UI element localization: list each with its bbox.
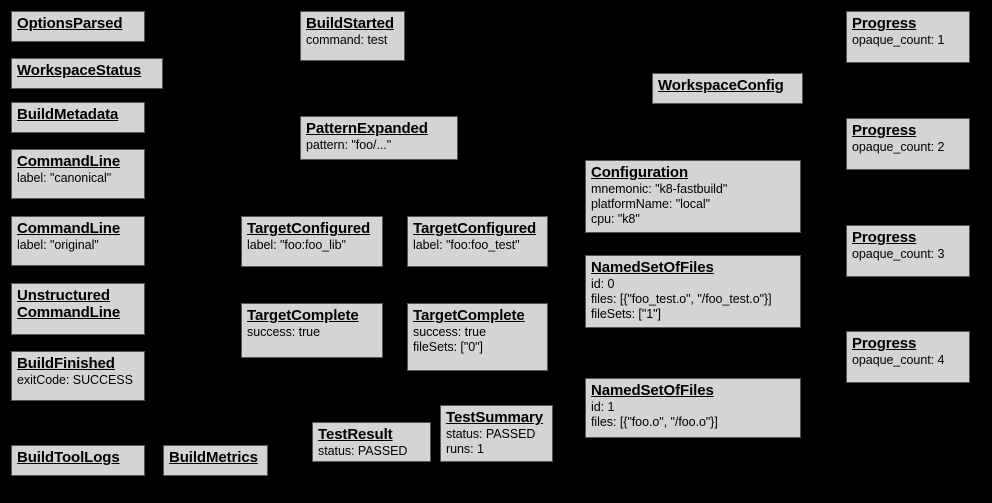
node-title: TargetConfigured bbox=[247, 220, 371, 237]
node-build-metadata[interactable]: BuildMetadata bbox=[11, 102, 145, 133]
node-title: PatternExpanded bbox=[306, 120, 428, 137]
node-field: files: [{"foo_test.o", "/foo_test.o"}] bbox=[591, 292, 772, 306]
node-build-metrics[interactable]: BuildMetrics bbox=[163, 445, 268, 476]
node-title: CommandLine bbox=[17, 220, 121, 237]
node-title: BuildFinished bbox=[17, 355, 115, 372]
node-title: WorkspaceConfig bbox=[658, 77, 784, 94]
node-field: opaque_count: 1 bbox=[852, 33, 945, 47]
node-field: label: "canonical" bbox=[17, 171, 112, 185]
node-title: TestSummary bbox=[446, 409, 543, 426]
node-field: opaque_count: 3 bbox=[852, 247, 945, 261]
node-field: id: 1 bbox=[591, 400, 615, 414]
node-title: TestResult bbox=[318, 426, 393, 443]
node-field: command: test bbox=[306, 33, 388, 47]
node-fields: opaque_count: 2 bbox=[852, 140, 964, 155]
node-workspace-status[interactable]: WorkspaceStatus bbox=[11, 58, 163, 89]
node-field: label: "foo:foo_lib" bbox=[247, 238, 346, 252]
node-field: mnemonic: "k8-fastbuild" bbox=[591, 182, 728, 196]
node-title: TargetConfigured bbox=[413, 220, 537, 237]
node-title: NamedSetOfFiles bbox=[591, 382, 714, 399]
node-fields: label: "original" bbox=[17, 238, 139, 253]
node-fields: label: "foo:foo_lib" bbox=[247, 238, 377, 253]
node-title: CommandLine bbox=[17, 153, 121, 170]
node-field: label: "foo:foo_test" bbox=[413, 238, 520, 252]
node-field: status: PASSED bbox=[446, 427, 536, 441]
node-title: Progress bbox=[852, 15, 917, 32]
node-title: BuildToolLogs bbox=[17, 449, 120, 466]
node-fields: label: "foo:foo_test" bbox=[413, 238, 542, 253]
node-fields: exitCode: SUCCESS bbox=[17, 373, 139, 388]
node-title: BuildMetadata bbox=[17, 106, 119, 123]
node-field: opaque_count: 4 bbox=[852, 353, 945, 367]
node-title: Progress bbox=[852, 335, 917, 352]
node-title: Progress bbox=[852, 229, 917, 246]
node-workspace-config[interactable]: WorkspaceConfig bbox=[652, 73, 803, 104]
node-fields: opaque_count: 4 bbox=[852, 353, 964, 368]
node-fields: mnemonic: "k8-fastbuild"platformName: "l… bbox=[591, 182, 795, 227]
node-field: platformName: "local" bbox=[591, 197, 710, 211]
node-title: OptionsParsed bbox=[17, 15, 123, 32]
node-title: BuildStarted bbox=[306, 15, 394, 32]
node-title: TargetComplete bbox=[247, 307, 359, 324]
node-title: TargetComplete bbox=[413, 307, 525, 324]
node-field: files: [{"foo.o", "/foo.o"}] bbox=[591, 415, 718, 429]
node-fields: success: true bbox=[247, 325, 377, 340]
node-field: exitCode: SUCCESS bbox=[17, 373, 133, 387]
node-title: NamedSetOfFiles bbox=[591, 259, 714, 276]
node-field: runs: 1 bbox=[446, 442, 484, 456]
node-field: pattern: "foo/..." bbox=[306, 138, 392, 152]
node-fields: label: "canonical" bbox=[17, 171, 139, 186]
node-field: success: true bbox=[247, 325, 320, 339]
node-field: success: true bbox=[413, 325, 486, 339]
node-field: status: PASSED bbox=[318, 444, 408, 458]
node-title: Unstructured CommandLine bbox=[17, 287, 121, 321]
node-fields: pattern: "foo/..." bbox=[306, 138, 452, 153]
node-field: fileSets: ["0"] bbox=[413, 340, 483, 354]
node-title: Progress bbox=[852, 122, 917, 139]
node-field: fileSets: ["1"] bbox=[591, 307, 661, 321]
node-field: label: "original" bbox=[17, 238, 99, 252]
node-field: cpu: "k8" bbox=[591, 212, 640, 226]
node-title: BuildMetrics bbox=[169, 449, 258, 466]
node-field: id: 0 bbox=[591, 277, 615, 291]
node-options-parsed[interactable]: OptionsParsed bbox=[11, 11, 145, 42]
node-build-tool-logs[interactable]: BuildToolLogs bbox=[11, 445, 145, 476]
node-title: WorkspaceStatus bbox=[17, 62, 142, 79]
node-fields: opaque_count: 1 bbox=[852, 33, 964, 48]
node-fields: status: PASSED bbox=[318, 444, 425, 459]
node-field: opaque_count: 2 bbox=[852, 140, 945, 154]
node-title: Configuration bbox=[591, 164, 689, 181]
node-fields: command: test bbox=[306, 33, 399, 48]
node-fields: opaque_count: 3 bbox=[852, 247, 964, 262]
node-unstructured-command-line[interactable]: Unstructured CommandLine bbox=[11, 283, 145, 335]
